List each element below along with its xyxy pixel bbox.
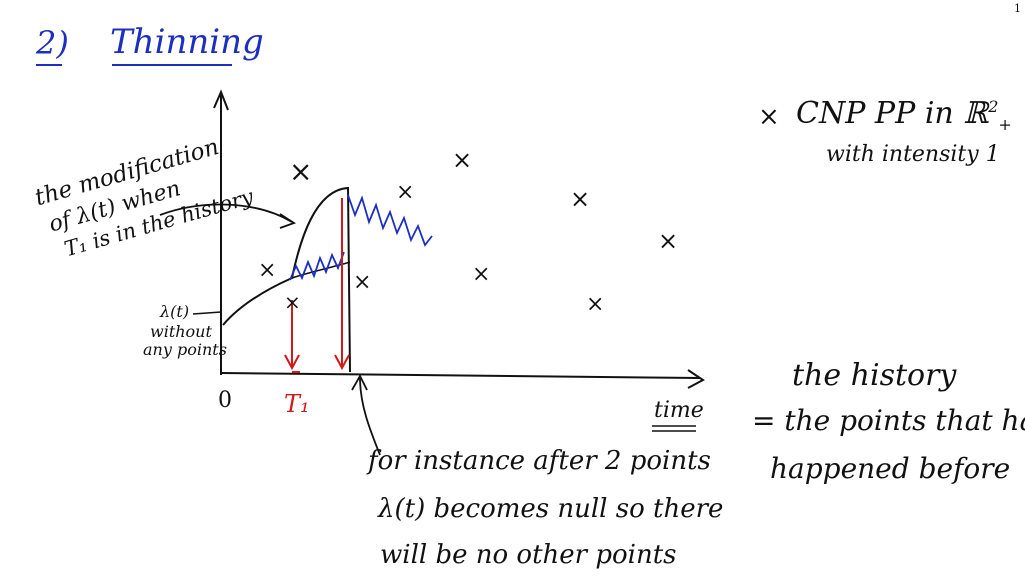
instance-note-line2: λ(t) becomes null so there — [378, 494, 724, 524]
blue-scribble-lower — [289, 251, 345, 281]
point-mark: × — [452, 146, 473, 174]
history-note-line2: = the points that have — [752, 404, 1025, 437]
point-mark: × — [570, 185, 591, 213]
red-arrow-t1-head — [284, 354, 300, 371]
modification-arrow — [159, 203, 293, 223]
section-title: Thinning — [110, 22, 264, 62]
point-mark: × — [472, 262, 491, 287]
legend-point-symbol: × — [758, 102, 780, 132]
instance-note-line3: will be no other points — [380, 540, 677, 570]
legend-line2: with intensity 1 — [826, 142, 1000, 167]
legend-superscript: 2 — [988, 97, 999, 116]
x-axis — [220, 372, 701, 379]
legend-text: CNP PP in ℝ — [796, 96, 989, 131]
point-mark: × — [586, 292, 605, 317]
x-axis-arrowhead — [687, 369, 705, 389]
point-mark: × — [258, 258, 277, 283]
lambda-label-line3: any points — [143, 340, 227, 359]
instance-arrowhead — [351, 374, 368, 391]
instance-note-line1: for instance after 2 points — [368, 446, 711, 476]
lambda-label-line1: λ(t) — [160, 302, 190, 321]
lambda-label-line2: without — [150, 322, 212, 341]
intensity-curve-lower — [291, 261, 351, 279]
point-mark: × — [353, 270, 372, 295]
modification-arrowhead — [279, 213, 297, 229]
point-mark: × — [658, 227, 679, 255]
lambda-arrow — [192, 311, 222, 315]
blue-scribble-upper — [347, 194, 433, 247]
section-number: 2) — [36, 24, 69, 62]
history-note-line3: happened before — [770, 452, 1011, 485]
instance-arrow — [359, 377, 381, 456]
legend-line1: CNP PP in ℝ2+ — [796, 96, 1012, 134]
t1-label: T₁ — [284, 390, 310, 418]
point-mark: × — [396, 180, 415, 205]
red-arrow-t2-head — [334, 354, 350, 371]
history-note-line1: the history — [792, 358, 957, 393]
point-mark: × — [284, 290, 301, 314]
legend-subscript: + — [998, 115, 1012, 134]
y-axis-arrowhead — [213, 89, 229, 111]
origin-label: 0 — [218, 388, 232, 413]
point-mark: × — [289, 155, 313, 188]
time-label: time — [654, 398, 704, 423]
page-number: 1 — [1014, 2, 1021, 15]
